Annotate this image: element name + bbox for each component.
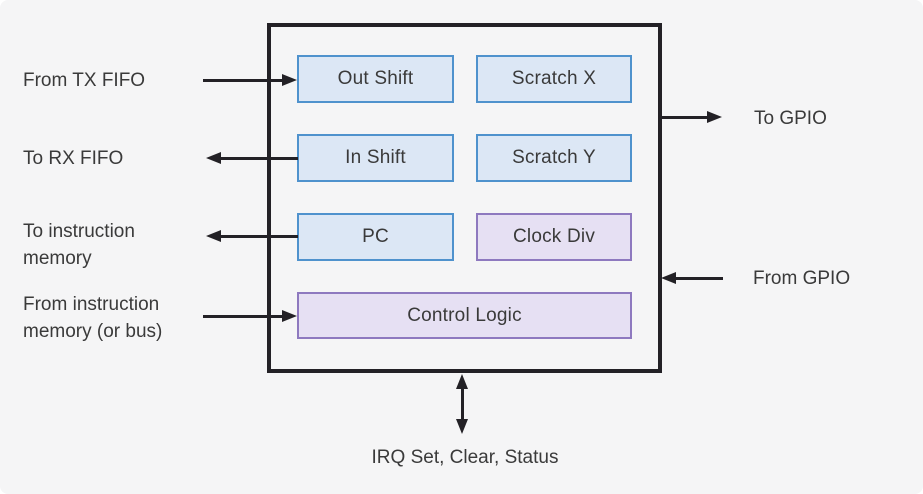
arrow-shaft [460,389,464,419]
arrowhead-left-icon [206,230,221,242]
block-in-shift: In Shift [297,134,454,182]
arrow-shaft [660,115,707,119]
arrowhead-right-icon [282,74,297,86]
label-to-instruction-memory: To instruction memory [23,221,135,269]
state-machine-boundary-box [267,23,662,373]
arrow-shaft [221,156,298,160]
block-scratch-x: Scratch X [476,55,632,103]
block-pc: PC [297,213,454,261]
label-from-gpio: From GPIO [753,268,851,289]
block-clock-div: Clock Div [476,213,632,261]
label-from-instruction-memory: From instruction memory (or bus) [23,294,163,342]
arrow-shaft [203,78,282,82]
arrowhead-left-icon [661,272,676,284]
arrow-irq-bidirectional [456,374,468,434]
block-scratch-x-label: Scratch X [511,68,597,89]
arrow-shaft [203,314,282,318]
block-control-logic: Control Logic [297,292,632,339]
arrowhead-left-icon [206,152,221,164]
block-scratch-y: Scratch Y [476,134,632,182]
block-in-shift-label: In Shift [345,147,406,168]
block-out-shift-label: Out Shift [337,68,414,89]
arrowhead-right-icon [282,310,297,322]
arrowhead-right-icon [707,111,722,123]
label-to-rx-fifo: To RX FIFO [23,148,124,169]
arrow-to-gpio [660,111,722,123]
arrow-from-instruction-memory [203,310,297,322]
label-to-gpio: To GPIO [754,108,827,129]
arrow-from-tx-fifo [203,74,297,86]
arrowhead-up-icon [456,374,468,389]
label-irq-set-clear-status: IRQ Set, Clear, Status [371,447,559,468]
block-control-logic-label: Control Logic [407,304,522,326]
label-from-tx-fifo: From TX FIFO [23,70,146,91]
arrow-to-rx-fifo [206,152,298,164]
block-clock-div-label: Clock Div [512,226,596,247]
arrow-shaft [676,276,723,280]
block-scratch-y-label: Scratch Y [512,147,596,168]
arrow-to-instruction-memory [206,230,298,242]
arrow-from-gpio [661,272,723,284]
arrow-shaft [221,234,298,238]
block-pc-label: PC [362,226,389,247]
arrowhead-down-icon [456,419,468,434]
block-out-shift: Out Shift [297,55,454,103]
